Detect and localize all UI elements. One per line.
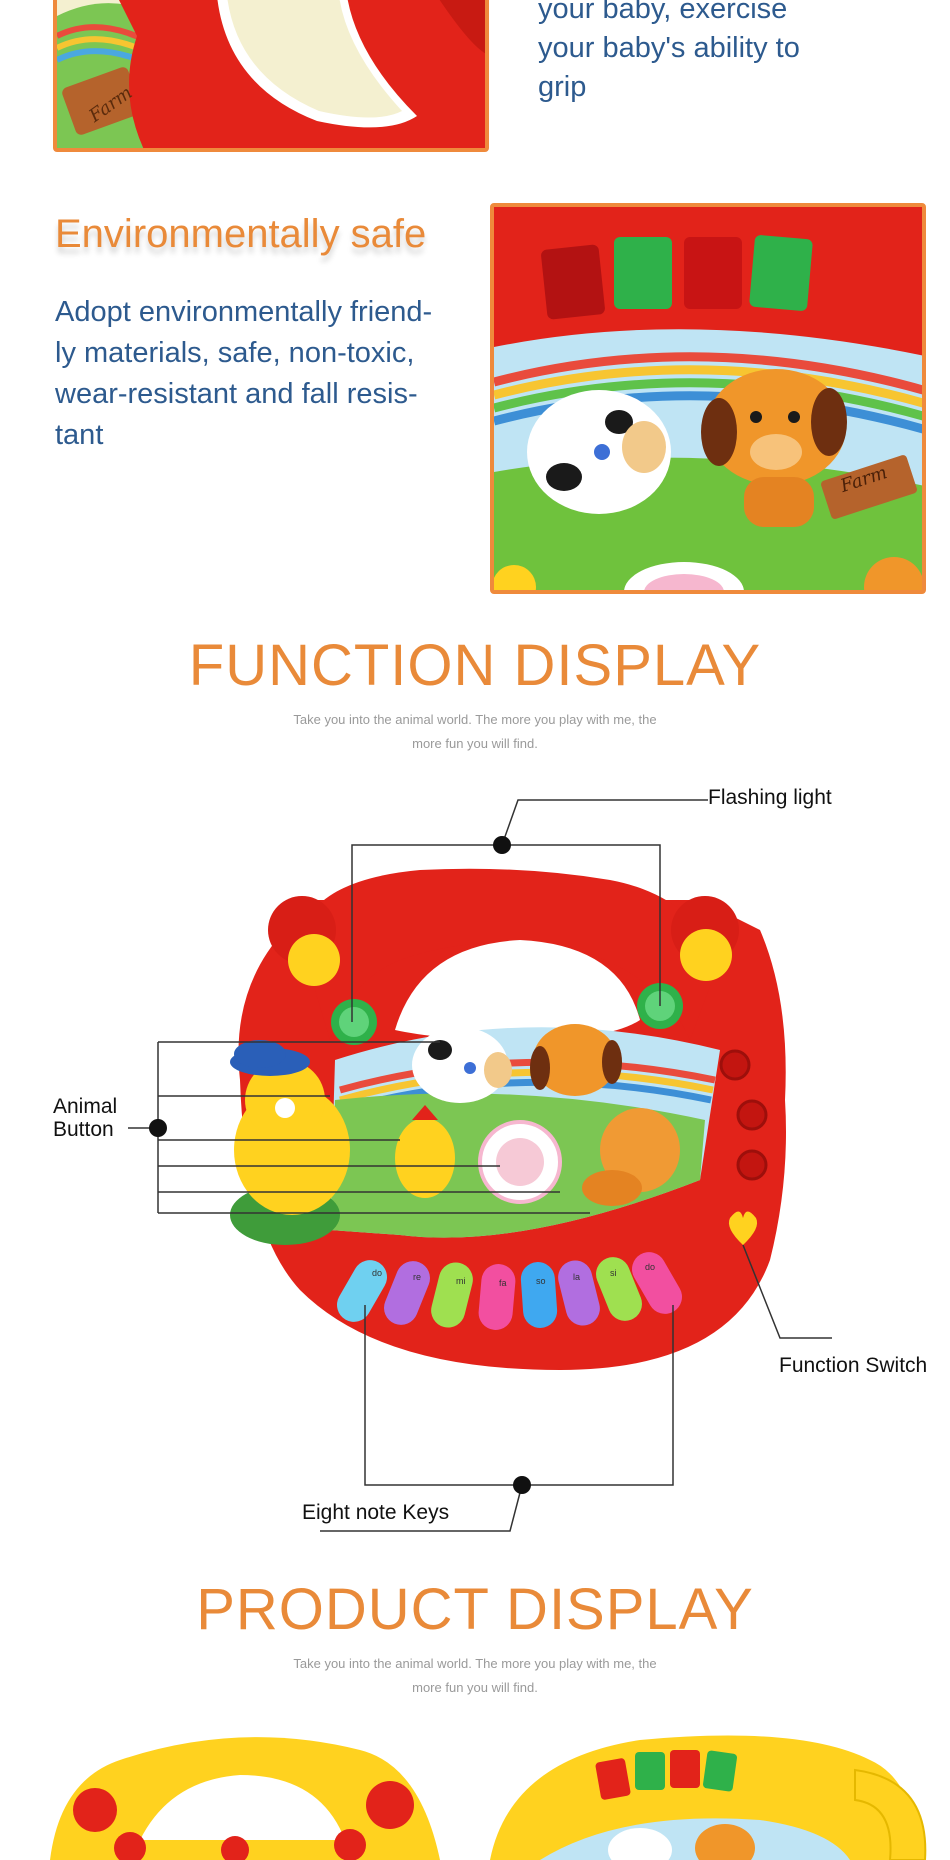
key-label-7: do	[645, 1262, 656, 1272]
animal-button-label: Animal Button	[53, 1095, 117, 1141]
function-switch-label: Function Switch	[779, 1354, 928, 1377]
key-label-0: do	[372, 1268, 383, 1278]
function-display-title: FUNCTION DISPLAY	[188, 633, 762, 698]
grip-photo-illustration	[57, 0, 485, 148]
note-keys	[336, 1252, 682, 1330]
key-label-2: mi	[456, 1276, 466, 1286]
grip-text-line: your baby, exercise	[538, 0, 788, 25]
key-label-4: so	[536, 1276, 546, 1286]
callout-lines	[128, 799, 832, 1532]
eight-note-keys-label: Eight note Keys	[302, 1501, 450, 1524]
key-label-6: si	[610, 1268, 617, 1278]
product-display-title: PRODUCT DISPLAY	[196, 1577, 754, 1642]
animal-button-label-line1: Animal	[53, 1095, 118, 1118]
grip-text-line: grip	[538, 71, 587, 103]
key-label-1: re	[413, 1272, 422, 1282]
flashing-light-label: Flashing light	[708, 786, 832, 809]
animal-button-label-line2: Button	[53, 1118, 114, 1141]
function-display-subtitle: Take you into the animal world. The more…	[0, 708, 950, 756]
product-photos	[50, 1735, 927, 1860]
safe-description: Adopt environmentally friend- ly materia…	[55, 292, 432, 456]
product-photo-yellow-right	[490, 1735, 927, 1860]
toy-piano-illustration	[230, 868, 786, 1370]
safe-photo-illustration	[494, 207, 922, 590]
safe-text-line: ly materials, safe, non-toxic,	[55, 337, 415, 369]
subtitle-line: more fun you will find.	[412, 736, 538, 751]
safe-text-line: wear-resistant and fall resis-	[55, 378, 418, 410]
product-photo-yellow-left	[50, 1737, 440, 1860]
key-label-5: la	[573, 1272, 581, 1282]
function-diagram	[128, 799, 832, 1532]
grip-photo: Farm	[53, 0, 489, 152]
product-display-subtitle: Take you into the animal world. The more…	[0, 1652, 950, 1700]
subtitle-line: Take you into the animal world. The more…	[293, 712, 657, 727]
grip-description: your baby, exercise your baby's ability …	[538, 0, 800, 107]
safe-title: Environmentally safe	[55, 212, 427, 256]
subtitle-line: Take you into the animal world. The more…	[293, 1656, 657, 1671]
subtitle-line: more fun you will find.	[412, 1680, 538, 1695]
safe-text-line: tant	[55, 419, 104, 451]
key-label-3: fa	[499, 1278, 507, 1288]
safe-photo: Farm	[490, 203, 926, 594]
safe-text-line: Adopt environmentally friend-	[55, 296, 433, 328]
grip-text-line: your baby's ability to	[538, 32, 800, 64]
